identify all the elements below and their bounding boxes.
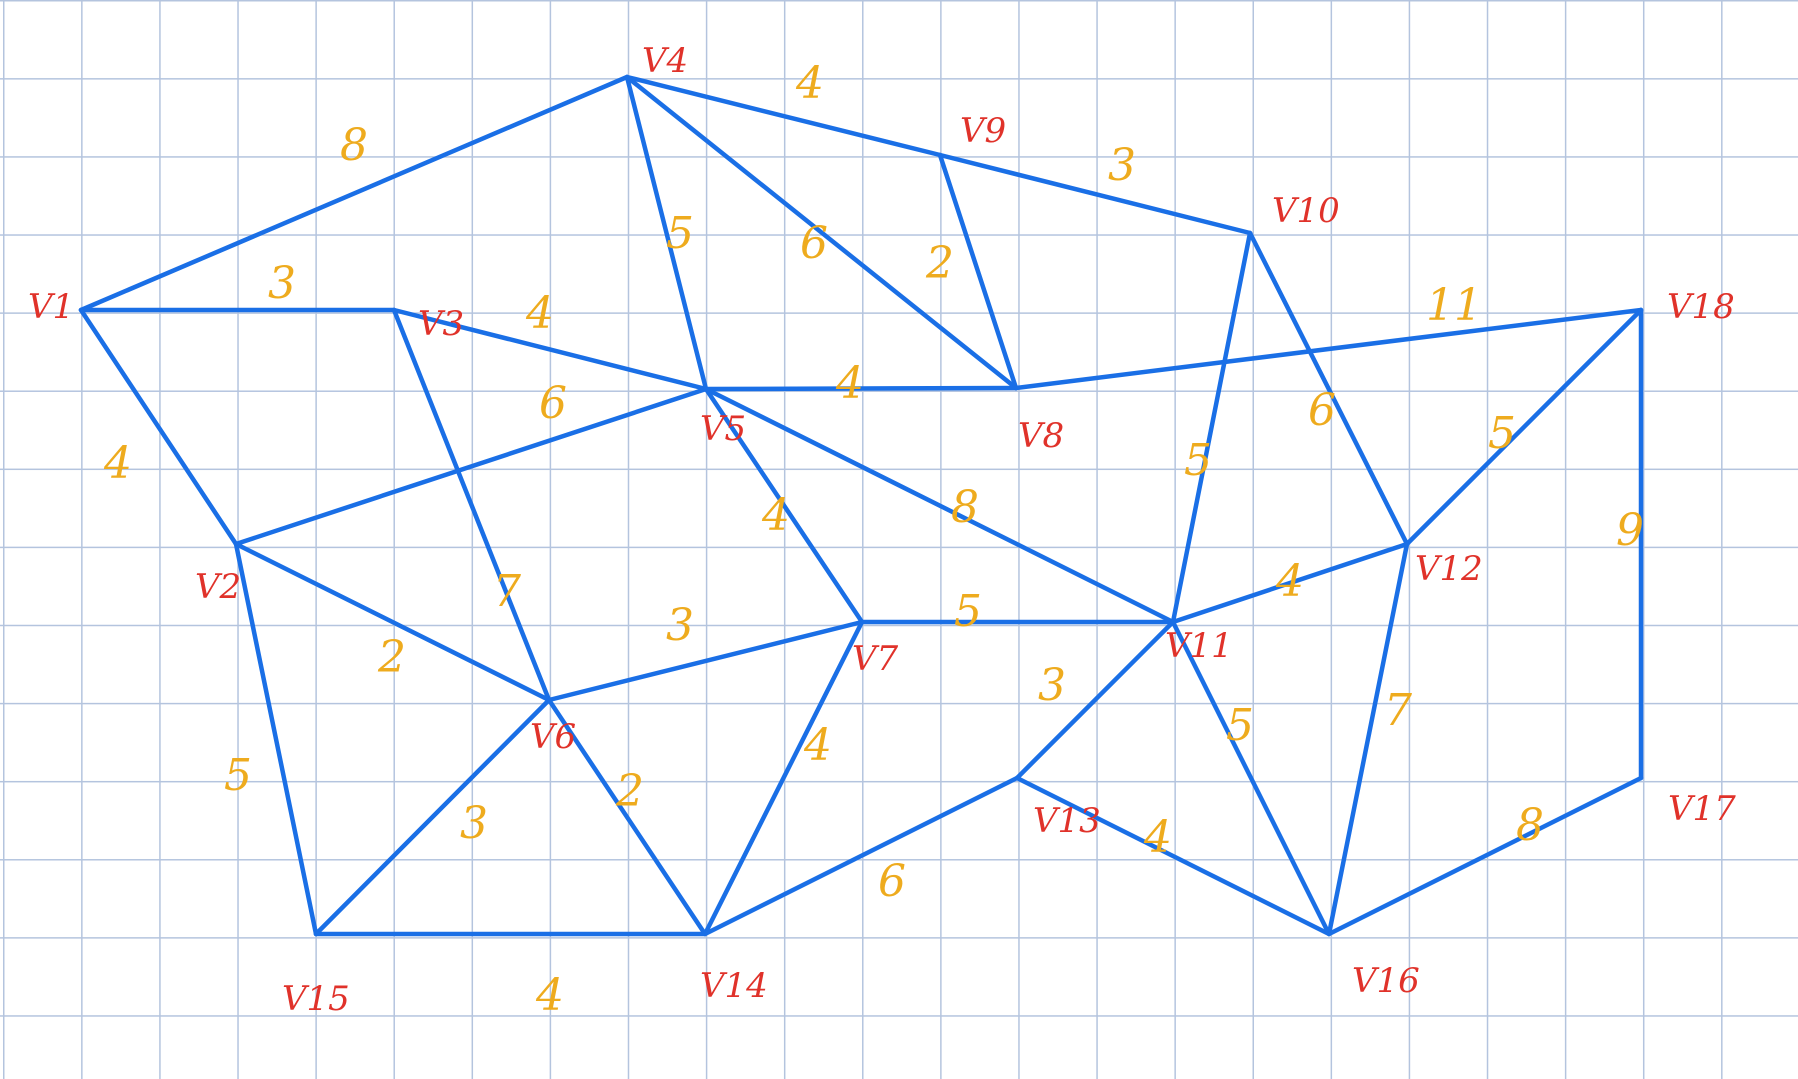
vertex-label-v6: V6	[530, 717, 576, 757]
edge-v4-v5	[624, 74, 709, 392]
edge-v11-v13	[1014, 619, 1176, 781]
edge-v1-v4	[78, 74, 630, 313]
edge-v11-v16	[1170, 619, 1332, 937]
weight-label-v8-v18: 11	[1426, 280, 1482, 331]
edge-v2-v5	[233, 386, 709, 547]
vertex-label-v7: V7	[852, 639, 899, 679]
weight-label-v12-v16: 7	[1384, 685, 1412, 736]
vertex-label-v17: V17	[1668, 789, 1736, 829]
weight-label-v13-v16: 4	[1143, 812, 1172, 863]
edge-v3-v5	[391, 307, 709, 392]
edge-v14-v13	[702, 775, 1020, 937]
weight-label-v1-v4: 8	[340, 120, 368, 171]
vertex-label-v1: V1	[28, 287, 74, 327]
edge-v5-v11	[703, 386, 1176, 625]
weight-label-v2-v15: 5	[224, 750, 252, 801]
weight-label-v7-v11: 5	[954, 586, 982, 637]
vertex-label-v5: V5	[700, 409, 746, 449]
edge-v8-v18	[1013, 307, 1644, 391]
weight-label-v18-v12: 5	[1488, 408, 1516, 459]
edge-v6-v14	[546, 697, 708, 937]
weight-label-v10-v12: 6	[1308, 385, 1336, 436]
edge-v3-v6	[391, 307, 552, 703]
weight-label-v9-v8: 2	[925, 238, 954, 289]
vertex-label-v11: V11	[1165, 626, 1233, 666]
edge-v7-v14	[702, 619, 865, 937]
edge-v4-v8	[624, 74, 1019, 391]
weight-label-v3-v6: 7	[493, 566, 521, 617]
weight-label-v7-v14: 4	[803, 720, 832, 771]
edge-v4-v9	[624, 74, 943, 158]
edge-v9-v8	[937, 152, 1019, 391]
weight-label-v11-v13: 3	[1038, 660, 1066, 711]
weight-label-v16-v17: 8	[1516, 800, 1544, 851]
weight-label-v3-v5: 4	[525, 288, 554, 339]
edge-v5-v8	[703, 385, 1019, 392]
weight-label-v11-v16: 5	[1226, 700, 1254, 751]
vertex-label-v13: V13	[1033, 801, 1101, 841]
weight-label-v2-v6: 2	[377, 632, 406, 683]
edge-v6-v7	[546, 619, 865, 703]
vertex-label-v18: V18	[1667, 287, 1735, 327]
vertex-label-v10: V10	[1272, 191, 1340, 231]
vertex-label-v15: V15	[282, 979, 350, 1019]
vertex-label-v2: V2	[195, 567, 241, 607]
weight-label-v4-v5: 5	[666, 208, 694, 259]
vertex-label-v12: V12	[1415, 549, 1483, 589]
edge-v12-v16	[1326, 541, 1410, 937]
edge-v6-v15	[313, 697, 552, 937]
weight-label-v1-v3: 3	[268, 258, 296, 309]
vertex-label-v4: V4	[642, 41, 688, 81]
graph-edges	[78, 74, 1644, 937]
weight-label-v10-v11: 5	[1184, 435, 1212, 486]
edge-v13-v16	[1014, 775, 1332, 937]
edge-v10-v11	[1170, 230, 1253, 625]
weight-label-v6-v14: 2	[615, 766, 644, 817]
weight-label-v4-v9: 4	[795, 58, 824, 109]
vertex-label-v8: V8	[1018, 416, 1064, 456]
weight-label-v5-v11: 8	[951, 482, 979, 533]
edge-v2-v6	[233, 541, 552, 703]
weight-label-v5-v8: 4	[835, 358, 864, 409]
weight-label-v14-v13: 6	[878, 856, 906, 907]
vertex-label-v16: V16	[1352, 961, 1420, 1001]
edge-v10-v12	[1247, 230, 1410, 547]
edge-v18-v12	[1404, 307, 1644, 547]
weight-label-v6-v15: 3	[460, 798, 488, 849]
weight-label-v5-v7: 4	[761, 490, 790, 541]
edge-v2-v15	[233, 541, 319, 937]
edge-v11-v12	[1170, 541, 1410, 625]
weight-label-v18-v17: 9	[1616, 505, 1644, 556]
edge-v1-v2	[78, 307, 239, 547]
weight-label-v15-v14: 4	[535, 970, 564, 1021]
vertex-label-v3: V3	[418, 304, 464, 344]
vertex-label-v14: V14	[700, 966, 768, 1006]
weight-label-v2-v5: 6	[539, 378, 567, 429]
weight-label-v4-v8: 6	[800, 218, 828, 269]
edge-v9-v10	[937, 152, 1253, 236]
weight-label-v11-v12: 4	[1275, 556, 1304, 607]
edge-v16-v17	[1326, 775, 1644, 937]
weight-label-v6-v7: 3	[666, 600, 694, 651]
weight-label-v1-v2: 4	[103, 438, 132, 489]
edge-v5-v7	[703, 386, 865, 625]
vertex-label-v9: V9	[960, 111, 1006, 151]
weight-label-v9-v10: 3	[1108, 140, 1136, 191]
edge-weight-labels: 8 3 4 4 3 5 6 2 4 4 11 7 6 4 8 5 6 5 9 2 3 5 4 5 3 2 4 3 5 7 4 6 4 8	[103, 58, 1644, 1021]
